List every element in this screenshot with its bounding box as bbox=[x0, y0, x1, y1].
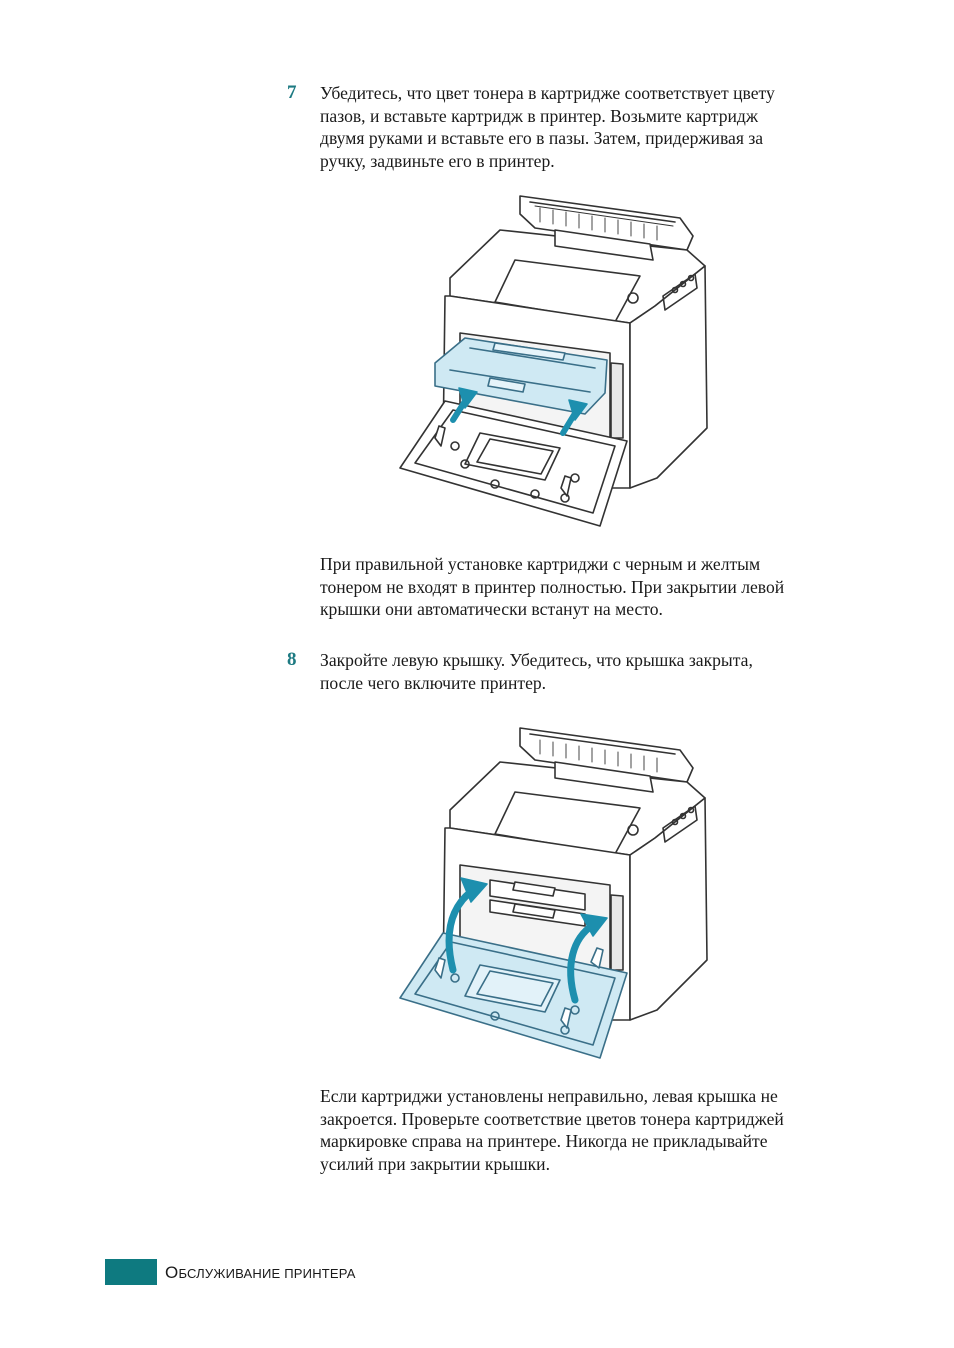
text-line: При правильной установке картриджи с чер… bbox=[320, 554, 761, 574]
printer-close-cover-illustration bbox=[399, 727, 708, 1059]
step-8-text: Закройте левую крышку. Убедитесь, что кр… bbox=[320, 649, 840, 694]
note-1-text: При правильной установке картриджи с чер… bbox=[320, 553, 840, 621]
text-line: двумя руками и вставьте его в пазы. Зате… bbox=[320, 128, 764, 148]
printer-insert-cartridge-illustration bbox=[399, 195, 708, 527]
text-line: ручку, задвиньте его в принтер. bbox=[320, 150, 555, 171]
text-line: после чего включите принтер. bbox=[320, 672, 547, 693]
text-line: закроется. Проверьте соответствие цветов… bbox=[320, 1108, 784, 1129]
text-line: Закройте левую крышку. Убедитесь, что кр… bbox=[320, 650, 753, 670]
text-line: маркировке справа на принтере. Никогда н… bbox=[320, 1131, 768, 1151]
step-number-7: 7 bbox=[287, 82, 297, 103]
text-line: Если картриджи установлены неправильно, … bbox=[320, 1086, 778, 1106]
step-7-text: Убедитесь, что цвет тонера в картридже с… bbox=[320, 82, 840, 172]
footer-section-title: ОБСЛУЖИВАНИЕ ПРИНТЕРА bbox=[165, 1263, 356, 1283]
text-line: усилий при закрытии крышки. bbox=[320, 1153, 550, 1174]
text-line: тонером не входят в принтер полностью. П… bbox=[320, 576, 785, 597]
step-number-8: 8 bbox=[287, 649, 297, 670]
text-line: Убедитесь, что цвет тонера в картридже с… bbox=[320, 83, 775, 103]
note-2-text: Если картриджи установлены неправильно, … bbox=[320, 1085, 840, 1175]
footer-title-initial: О bbox=[165, 1263, 179, 1282]
footer-title-rest: БСЛУЖИВАНИЕ ПРИНТЕРА bbox=[178, 1266, 356, 1281]
text-line: крышки они автоматически встанут на мест… bbox=[320, 599, 663, 619]
footer-accent-bar bbox=[105, 1259, 157, 1285]
text-line: пазов, и вставьте картридж в принтер. Во… bbox=[320, 105, 759, 126]
